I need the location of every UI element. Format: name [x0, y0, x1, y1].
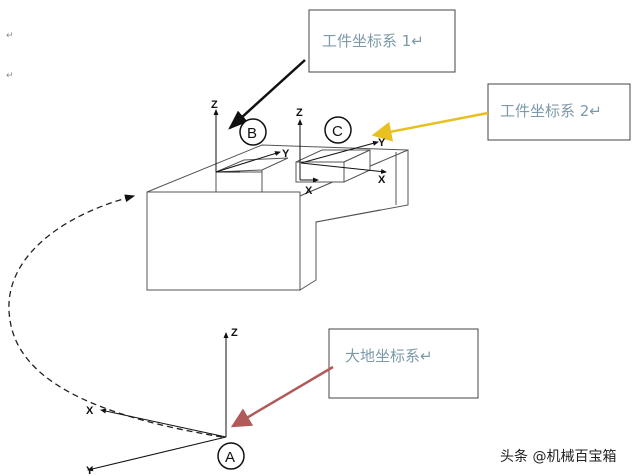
axis-z-label: Z — [211, 99, 218, 111]
machine-block — [146, 144, 409, 291]
point-a-circle — [217, 442, 245, 470]
ground-label: 大地坐标系↵ — [345, 347, 433, 365]
axis-x-label: X — [305, 185, 313, 197]
callout-arrow-workpiece-1 — [228, 59, 306, 130]
axis-y-label: Y — [378, 137, 386, 149]
watermark: 头条 @机械百宝箱 — [500, 448, 616, 465]
axis-x-label: X — [86, 405, 94, 417]
point-c-circle — [324, 116, 352, 144]
label-box-workpiece-1: 工件坐标系 1↵ — [308, 9, 456, 73]
coordinate-system-a — [87, 332, 229, 472]
paragraph-mark: ↵ — [6, 31, 14, 41]
workpiece-1-label: 工件坐标系 1↵ — [322, 32, 424, 50]
paragraph-mark: ↵ — [6, 71, 14, 81]
label-box-workpiece-2: 工件坐标系 2↵ — [487, 83, 631, 141]
workpiece-2-label: 工件坐标系 2↵ — [500, 102, 602, 120]
coordinate-system-b — [213, 109, 281, 173]
axis-y-label: Y — [86, 465, 94, 476]
callout-arrow-workpiece-2 — [371, 111, 489, 142]
point-c-label: C — [332, 123, 343, 140]
axis-z-label: Z — [296, 107, 303, 119]
point-b-circle — [239, 118, 267, 146]
axis-y-label: Y — [282, 148, 290, 160]
label-box-ground: 大地坐标系↵ — [328, 328, 479, 399]
axis-x-label: X — [378, 174, 386, 186]
point-a-label: A — [225, 449, 235, 466]
callout-arrow-ground — [230, 365, 334, 428]
axis-z-label: Z — [231, 327, 238, 339]
point-b-label: B — [247, 125, 257, 142]
coordinate-system-c — [297, 119, 387, 183]
